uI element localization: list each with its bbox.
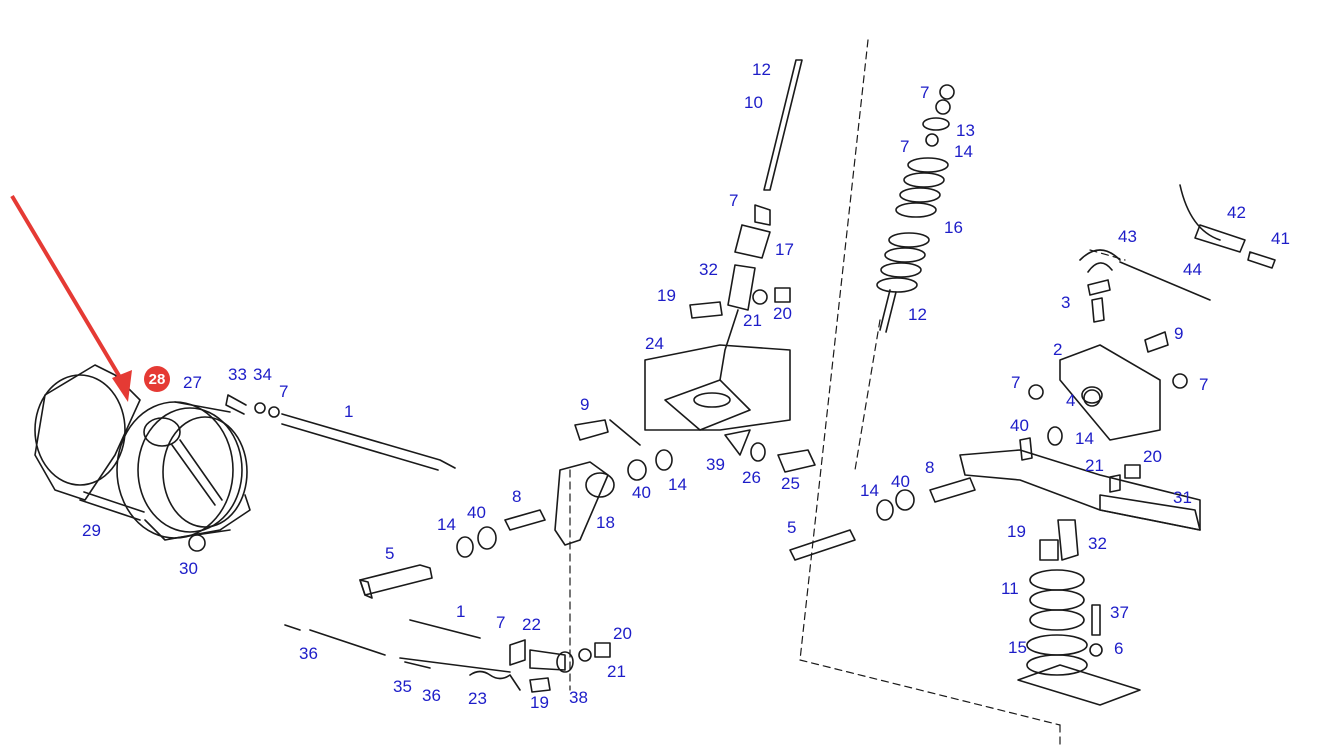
bracket-2-switch <box>1028 184 1276 441</box>
part-label-29[interactable]: 29 <box>82 521 101 540</box>
part-label-21[interactable]: 21 <box>1085 456 1104 475</box>
part-label-2[interactable]: 2 <box>1053 340 1063 359</box>
part-label-24[interactable]: 24 <box>645 334 664 353</box>
part-label-14[interactable]: 14 <box>1075 429 1094 448</box>
part-label-43[interactable]: 43 <box>1118 227 1137 246</box>
part-label-30[interactable]: 30 <box>179 559 198 578</box>
part-label-7[interactable]: 7 <box>1199 375 1209 394</box>
part-label-36[interactable]: 36 <box>422 686 441 705</box>
part-label-20[interactable]: 20 <box>1143 447 1162 466</box>
part-label-19[interactable]: 19 <box>1007 522 1026 541</box>
part-label-10[interactable]: 10 <box>744 93 763 112</box>
part-label-19[interactable]: 19 <box>530 693 549 712</box>
part-label-42[interactable]: 42 <box>1227 203 1246 222</box>
part-label-14[interactable]: 14 <box>954 142 973 161</box>
part-label-20[interactable]: 20 <box>773 304 792 323</box>
part-label-8[interactable]: 8 <box>512 487 522 506</box>
part-label-21[interactable]: 21 <box>607 662 626 681</box>
part-label-39[interactable]: 39 <box>706 455 725 474</box>
part-label-41[interactable]: 41 <box>1271 229 1290 248</box>
part-label-40[interactable]: 40 <box>1010 416 1029 435</box>
spring-assembly <box>876 84 955 333</box>
part-label-34[interactable]: 34 <box>253 365 272 384</box>
lower-left-shaft-stack <box>359 449 673 599</box>
bellows-assembly <box>1017 569 1141 706</box>
part-label-40[interactable]: 40 <box>467 503 486 522</box>
part-label-14[interactable]: 14 <box>668 475 687 494</box>
part-label-7[interactable]: 7 <box>920 83 930 102</box>
part-label-5[interactable]: 5 <box>385 544 395 563</box>
part-label-35[interactable]: 35 <box>393 677 412 696</box>
part-label-13[interactable]: 13 <box>956 121 975 140</box>
part-label-17[interactable]: 17 <box>775 240 794 259</box>
part-label-37[interactable]: 37 <box>1110 603 1129 622</box>
part-label-20[interactable]: 20 <box>613 624 632 643</box>
part-label-7[interactable]: 7 <box>729 191 739 210</box>
part-label-22[interactable]: 22 <box>522 615 541 634</box>
lower-cable-assembly <box>284 619 611 693</box>
part-label-31[interactable]: 31 <box>1173 488 1192 507</box>
part-label-7[interactable]: 7 <box>279 382 289 401</box>
part-label-44[interactable]: 44 <box>1183 260 1202 279</box>
part-label-18[interactable]: 18 <box>596 513 615 532</box>
part-label-38[interactable]: 38 <box>569 688 588 707</box>
part-label-1[interactable]: 1 <box>344 402 354 421</box>
pedal-assembly <box>789 426 1201 561</box>
part-label-32[interactable]: 32 <box>1088 534 1107 553</box>
part-label-27[interactable]: 27 <box>183 373 202 392</box>
part-label-21[interactable]: 21 <box>743 311 762 330</box>
rod-1-upper <box>225 394 456 471</box>
part-label-5[interactable]: 5 <box>787 518 797 537</box>
part-label-25[interactable]: 25 <box>781 474 800 493</box>
part-label-11[interactable]: 11 <box>1001 579 1019 598</box>
part-label-8[interactable]: 8 <box>925 458 935 477</box>
part-label-12[interactable]: 12 <box>752 60 771 79</box>
vertical-rod-upper <box>689 59 803 381</box>
part-label-19[interactable]: 19 <box>657 286 676 305</box>
part-label-3[interactable]: 3 <box>1061 293 1071 312</box>
part-label-7[interactable]: 7 <box>1011 373 1021 392</box>
part-label-33[interactable]: 33 <box>228 365 247 384</box>
part-label-14[interactable]: 14 <box>860 481 879 500</box>
part-label-12[interactable]: 12 <box>908 305 927 324</box>
part-label-9[interactable]: 9 <box>580 395 590 414</box>
part-label-7[interactable]: 7 <box>900 137 910 156</box>
part-label-7[interactable]: 7 <box>496 613 506 632</box>
part-label-23[interactable]: 23 <box>468 689 487 708</box>
pointer-arrow <box>10 194 132 402</box>
part-label-40[interactable]: 40 <box>632 483 651 502</box>
bracket-24 <box>574 344 816 473</box>
part-label-9[interactable]: 9 <box>1174 324 1184 343</box>
part-label-32[interactable]: 32 <box>699 260 718 279</box>
part-label-6[interactable]: 6 <box>1114 639 1124 658</box>
part-label-4[interactable]: 4 <box>1066 391 1076 410</box>
highlighted-part-badge[interactable]: 28 <box>144 366 170 392</box>
part-label-40[interactable]: 40 <box>891 472 910 491</box>
reference-lines <box>569 39 1126 749</box>
part-label-26[interactable]: 26 <box>742 468 761 487</box>
part-label-16[interactable]: 16 <box>944 218 963 237</box>
part-label-15[interactable]: 15 <box>1008 638 1027 657</box>
throttle-housing <box>34 364 251 552</box>
part-label-36[interactable]: 36 <box>299 644 318 663</box>
part-label-1[interactable]: 1 <box>456 602 466 621</box>
part-label-14[interactable]: 14 <box>437 515 456 534</box>
